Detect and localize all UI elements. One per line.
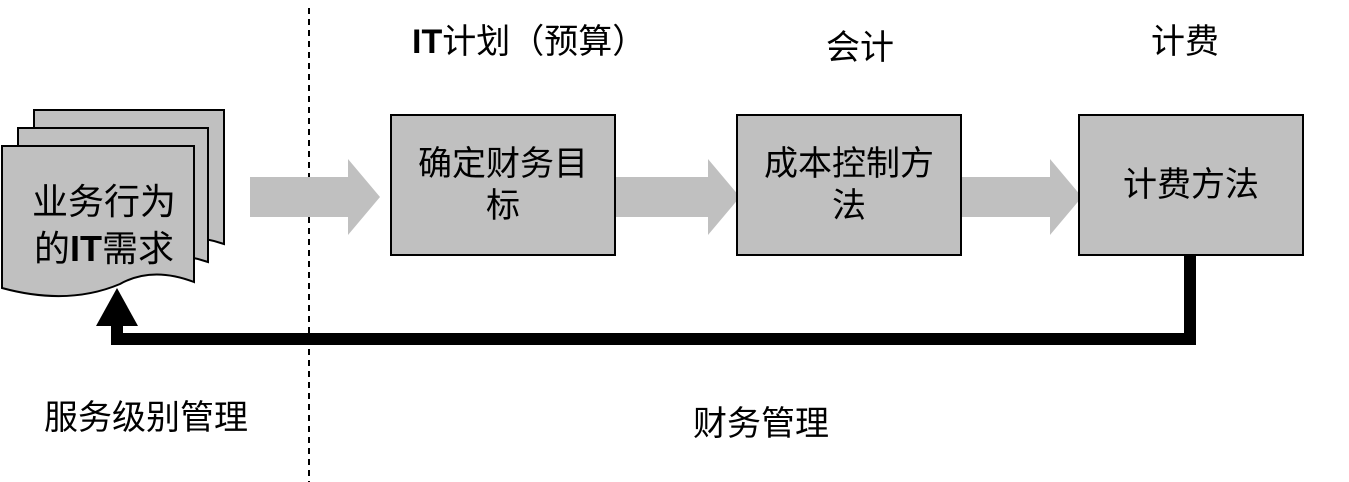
header-it-plan-it: IT bbox=[412, 23, 443, 61]
feedback-arrow-head bbox=[96, 288, 138, 326]
header-accounting: 会计 bbox=[826, 28, 894, 68]
box-cost-control-label: 成本控制方法 bbox=[764, 144, 934, 226]
box-financial-goals: 确定财务目标 bbox=[390, 114, 616, 256]
box-cost-control: 成本控制方法 bbox=[736, 114, 962, 256]
header-charging: 计费 bbox=[1151, 22, 1219, 62]
flow-arrow-to-cost-control bbox=[616, 159, 740, 235]
feedback-arrow-line bbox=[111, 256, 1196, 345]
header-it-plan-text: 计划（预算） bbox=[442, 22, 647, 62]
box-charging-method-label: 计费方法 bbox=[1123, 165, 1259, 205]
doc-line-1: 业务行为 bbox=[31, 182, 176, 223]
header-it-plan: IT计划（预算） bbox=[412, 22, 646, 62]
document-page-front bbox=[0, 145, 195, 298]
flow-arrow-to-charging bbox=[962, 159, 1082, 235]
business-it-requirements-doc: 业务行为 的IT需求 bbox=[14, 180, 194, 273]
box-financial-goals-label: 确定财务目标 bbox=[418, 144, 588, 226]
flow-arrow-to-goals bbox=[250, 159, 380, 235]
footer-service-level-management: 服务级别管理 bbox=[44, 398, 248, 438]
doc-line-2-it: IT bbox=[70, 228, 102, 269]
box-charging-method: 计费方法 bbox=[1078, 114, 1304, 256]
footer-financial-management: 财务管理 bbox=[693, 404, 829, 444]
doc-line-2: 的IT需求 bbox=[33, 228, 175, 270]
